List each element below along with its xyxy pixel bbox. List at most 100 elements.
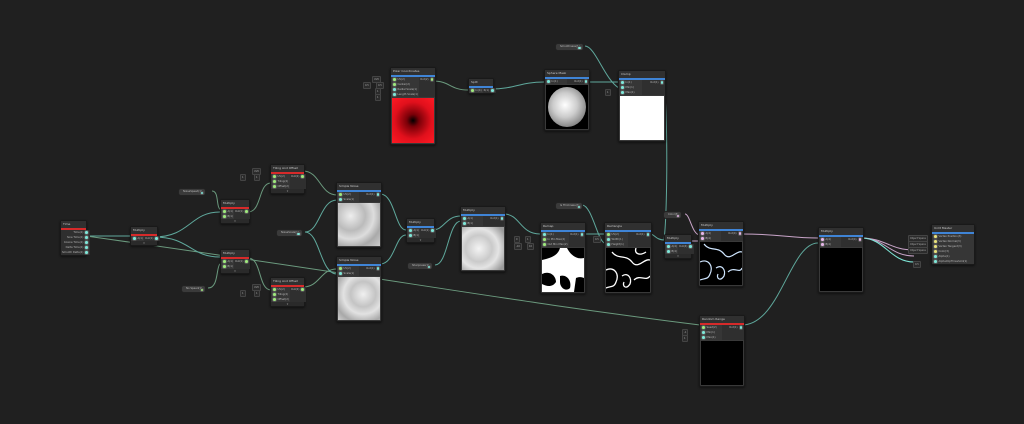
out-min-max-input[interactable]: Out Min Max(2) <box>541 242 569 247</box>
alpha-input[interactable]: Alpha(1) <box>932 254 974 259</box>
uv-input[interactable]: UV(2) <box>271 174 290 179</box>
multiply-node[interactable]: Multiply A(4) B(4) Out(4) <box>698 221 744 287</box>
tiling-and-offset-node[interactable]: Tiling And Offset UV(2) Tiling(2) Offset… <box>270 277 306 307</box>
tiling-y-field[interactable]: 1 <box>254 290 260 297</box>
input-b[interactable]: B(4) <box>699 236 721 241</box>
output[interactable]: Out(1) <box>144 236 160 241</box>
uv-input[interactable]: UV(2) <box>337 192 359 197</box>
width-input[interactable]: Width(1) <box>605 237 628 242</box>
output[interactable]: Out(1) <box>642 80 665 85</box>
offset-input[interactable]: Offset(2) <box>271 297 290 302</box>
output-port[interactable] <box>675 213 681 218</box>
min-input[interactable]: Min(1) <box>619 85 642 90</box>
in-max-field[interactable]: 1 <box>525 236 531 243</box>
uv-input[interactable]: UV(2) <box>605 232 628 237</box>
output-port[interactable] <box>199 190 204 195</box>
max-input[interactable]: Max(1) <box>619 90 642 95</box>
output[interactable]: Out(1) <box>359 266 381 271</box>
uv-input[interactable]: UV(2) <box>337 266 359 271</box>
vertex-normal-input[interactable]: Vertex Normal(3) <box>932 239 974 244</box>
output[interactable]: Out(1) <box>483 216 505 221</box>
output[interactable]: Out(1) <box>628 232 651 237</box>
expand-icon[interactable]: ▾ <box>221 269 249 273</box>
output[interactable]: Out(1) <box>359 192 381 197</box>
remap-node[interactable]: Remap In(1) In Min Max(2) Out Min Max(2)… <box>540 222 586 294</box>
width-field[interactable]: 0.5 <box>593 236 601 243</box>
smoothness-property[interactable]: Smoothness(1) <box>555 43 584 51</box>
output-port[interactable] <box>577 45 582 50</box>
space-dropdown[interactable]: Object Space <box>908 247 928 254</box>
input-b[interactable]: B(1) <box>407 233 420 238</box>
output[interactable]: Out(2) <box>419 77 435 82</box>
output[interactable]: Out(2) <box>290 287 306 292</box>
radial-scale-input[interactable]: Radial Scale(1) <box>391 87 419 92</box>
output-port[interactable] <box>199 287 205 292</box>
in-input[interactable]: In(1) <box>545 79 567 84</box>
input-b[interactable]: B(4) <box>665 249 678 254</box>
multiply-node[interactable]: Multiply A(1) B(1) Out(1) <box>460 206 506 272</box>
expand-icon[interactable]: ▾ <box>665 254 691 258</box>
out-min-field[interactable]: -10 <box>514 243 522 250</box>
alpha-clip-input[interactable]: AlphaClipThreshold(1) <box>932 259 974 264</box>
scale-input[interactable]: Scale(1) <box>337 271 359 276</box>
input-a[interactable]: A(4) <box>665 244 678 249</box>
output[interactable]: Out(1) <box>234 209 250 214</box>
simple-noise-node[interactable]: Simple Noise UV(2) Scale(1) Out(1) <box>336 256 382 322</box>
uv-input[interactable]: UV(2) <box>271 287 290 292</box>
height-input[interactable]: Height(1) <box>605 242 628 247</box>
expand-icon[interactable]: ▾ <box>221 219 249 223</box>
expand-icon[interactable]: ▾ <box>407 238 434 242</box>
in-input[interactable]: In(4) <box>469 88 483 93</box>
smooth-delta-output[interactable]: Smooth Delta(1) <box>61 250 90 255</box>
output[interactable]: Out(1) <box>567 79 589 84</box>
input-a[interactable]: A(1) <box>461 216 483 221</box>
center-input[interactable]: Center(2) <box>391 82 419 87</box>
output[interactable]: Out(1) <box>420 228 436 233</box>
input-b[interactable]: B(1) <box>461 221 483 226</box>
vertex-tangent-input[interactable]: Vertex Tangent(3) <box>932 244 974 249</box>
length-scale-field[interactable]: 1 <box>375 94 381 101</box>
in-min-max-input[interactable]: In Min Max(2) <box>541 237 569 242</box>
in-input[interactable]: In(1) <box>619 80 642 85</box>
output[interactable]: Out(1) <box>234 259 250 264</box>
input-a[interactable]: A(1) <box>131 236 144 241</box>
output[interactable]: Out(4) <box>721 231 743 236</box>
simple-noise-node[interactable]: Simple Noise UV(2) Scale(1) Out(1) <box>336 182 382 248</box>
input-a[interactable]: A(1) <box>221 209 234 214</box>
input-b[interactable]: B(4) <box>819 242 841 247</box>
output[interactable]: Out(4) <box>841 237 863 242</box>
out-max-field[interactable]: 10 <box>527 243 535 250</box>
multiply-node[interactable]: Multiply A(1) Out(1) ▾ <box>130 226 160 246</box>
alpha-clip-field[interactable]: 0.5 <box>913 261 921 268</box>
tiling-x-field[interactable]: 1 <box>240 174 246 181</box>
multiply-node[interactable]: Multiply A(1) B(1) Out(1) ▾ <box>220 249 250 274</box>
sphere-mask-node[interactable]: Sphere Mask In(1) Out(1) <box>544 69 590 131</box>
tiling-y-field[interactable]: 1 <box>254 174 260 181</box>
in-min-field[interactable]: 0 <box>514 236 520 243</box>
multiply-node[interactable]: Multiply A(4) B(4) Out(4) <box>818 227 864 293</box>
sharpness-property[interactable]: Sharpness(1) <box>407 262 434 270</box>
uv-input[interactable]: UV(2) <box>391 77 419 82</box>
offset-input[interactable]: Offset(2) <box>271 184 290 189</box>
delta-time-output[interactable]: Delta Time(1) <box>61 245 90 250</box>
input-a[interactable]: A(4) <box>819 237 841 242</box>
time-output[interactable]: Time(1) <box>61 230 90 235</box>
min-input[interactable]: Min(1) <box>700 330 722 335</box>
length-scale-input[interactable]: Length Scale(1) <box>391 92 419 97</box>
output-port[interactable] <box>576 204 582 209</box>
tiling-x-field[interactable]: 1 <box>240 290 246 297</box>
output[interactable]: Out(2) <box>290 174 306 179</box>
polar-coordinates-node[interactable]: Polar Coordinates UV(2) Center(2) Radial… <box>390 67 436 145</box>
max-field[interactable]: 1 <box>605 89 611 96</box>
output-port[interactable] <box>426 264 432 269</box>
output[interactable]: Out(4) <box>678 244 694 249</box>
in-input[interactable]: In(1) <box>541 232 569 237</box>
multiply-node[interactable]: Multiply A(1) B(1) Out(1) ▾ <box>220 199 250 224</box>
input-b[interactable]: B(1) <box>221 264 234 269</box>
smoothness-property[interactable]: NoiseSpeed(1) <box>178 188 206 196</box>
expand-icon[interactable]: ▾ <box>131 241 157 245</box>
random-range-node[interactable]: Random Range Seed(2) Min(1) Max(1) Out(1… <box>699 315 745 387</box>
scale-input[interactable]: Scale(1) <box>337 197 359 202</box>
output[interactable]: Out(1) <box>722 325 744 330</box>
input-a[interactable]: A(1) <box>407 228 420 233</box>
